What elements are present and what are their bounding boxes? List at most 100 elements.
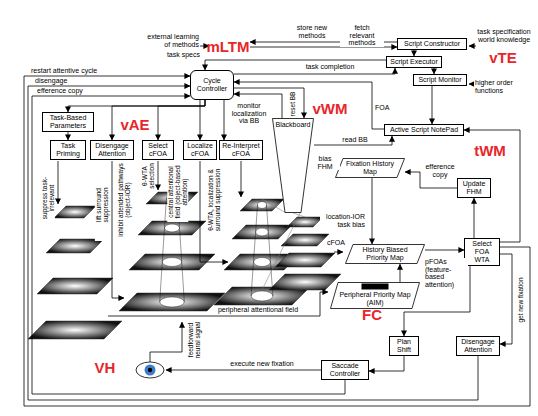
- connector: [500, 254, 512, 344]
- process-box: Script Constructor: [397, 38, 467, 50]
- connector: [314, 136, 392, 145]
- process-box: Script Executor: [386, 56, 442, 68]
- signal-wire: [200, 161, 228, 262]
- node-text: Saccade Controller: [324, 362, 366, 378]
- node-text: Script Executor: [389, 58, 439, 66]
- edge-label: get new fixation: [517, 270, 524, 330]
- edge-label: reset BB: [289, 90, 296, 118]
- connector: [224, 100, 225, 140]
- connector: [400, 264, 401, 282]
- process-box: Re-Interpret cFOA: [219, 140, 263, 160]
- module-label: FC: [361, 307, 383, 322]
- attended-region: [258, 202, 267, 209]
- connector: [474, 198, 475, 238]
- annotation: fetch relevant methods: [340, 24, 384, 47]
- edge-label: task specs: [163, 51, 201, 59]
- edge-label: efference copy: [36, 87, 88, 95]
- node-text: Task Priming: [53, 142, 83, 158]
- annotation: store new methods: [293, 24, 331, 39]
- annotation: central attentional field (object-based …: [167, 162, 188, 222]
- layer-plane: [240, 199, 284, 211]
- layer-plane: [269, 274, 341, 290]
- annotation: suppress task-irrelevant: [41, 166, 55, 230]
- annotation: task specification world knowledge: [474, 28, 534, 43]
- module-label: tWM: [473, 143, 507, 158]
- node-text: History Biased Priority Map: [354, 246, 416, 262]
- edge-label: read BB: [340, 136, 370, 144]
- node-text: Localize cFOA: [186, 142, 214, 158]
- connector: [205, 60, 386, 70]
- node-text: Select cFOA: [145, 142, 171, 158]
- annotation: inhibit attended pathways (object-IOR): [117, 162, 131, 238]
- module-label: vWM: [312, 101, 349, 116]
- layer-plane: [138, 221, 206, 235]
- connector: [425, 250, 464, 251]
- connector: [372, 178, 373, 244]
- layer-plane: [119, 293, 225, 311]
- node-text: Blackboard: [274, 121, 312, 129]
- annotation: cFOA: [325, 239, 347, 247]
- annotation: θ-WTA selection: [141, 161, 155, 191]
- signal-wire: [262, 199, 286, 213]
- module-label: mLTM: [205, 39, 250, 54]
- signal-wire: [158, 161, 159, 190]
- edge-label: restart attentive cycle: [30, 67, 114, 75]
- signal-wire: [108, 292, 328, 316]
- node-text: Cycle Controller: [193, 77, 231, 93]
- map-plane: Fixation History Map: [335, 158, 405, 178]
- signal-wire: [241, 161, 242, 197]
- blackboard-shape: Blackboard: [272, 118, 314, 213]
- attended-region: [256, 228, 269, 236]
- process-box: Localize cFOA: [183, 140, 217, 160]
- signal-wire: [469, 46, 476, 47]
- process-box: Select cFOA: [142, 140, 174, 160]
- cone-line: [160, 198, 167, 302]
- connector: [68, 132, 69, 140]
- layer-plane: [37, 278, 113, 294]
- edge-label: monitor localization via BB: [229, 102, 269, 125]
- annotation: external learning of methods: [140, 33, 200, 48]
- map-plane: Peripheral Priority Map (AIM): [330, 282, 420, 309]
- attended-region: [164, 224, 179, 232]
- layer-plane: [28, 321, 122, 339]
- edge-label: FOA: [374, 104, 390, 112]
- attended-region: [251, 291, 273, 301]
- node-text: Disengage Attention: [93, 142, 131, 158]
- connector: [32, 96, 345, 394]
- signal-wire: [469, 84, 473, 85]
- signal-wire: [334, 252, 343, 253]
- attended-region: [254, 258, 271, 267]
- process-box: Select FOA WTA: [464, 238, 500, 266]
- process-box: Saccade Controller: [321, 360, 369, 380]
- process-box: Update FHM: [457, 178, 491, 198]
- process-box: Disengage Attention: [456, 336, 500, 356]
- node-text: Plan Shift: [392, 338, 416, 354]
- annotation: peripheral attentional field: [212, 306, 304, 314]
- process-box: Plan Shift: [389, 336, 419, 356]
- annotation: θ-WTA, localization & surround suppressi…: [207, 165, 221, 235]
- process-box: Script Monitor: [413, 74, 467, 86]
- edge-label: efference copy: [424, 163, 456, 178]
- process-box: Disengage Attention: [90, 140, 134, 160]
- module-label: vTE: [488, 50, 518, 65]
- signal-wire: [262, 213, 300, 290]
- node-text: Re-Interpret cFOA: [222, 142, 260, 158]
- process-box: Active Script NotePad: [384, 124, 464, 136]
- node-text: Peripheral Priority Map (AIM): [339, 291, 411, 307]
- layer-plane: [54, 206, 96, 218]
- connector: [200, 100, 201, 140]
- connector: [28, 86, 478, 400]
- node-text: Fixation History Map: [344, 160, 396, 176]
- annotation: higher order functions: [474, 79, 514, 94]
- node-text: Select FOA WTA: [467, 240, 497, 264]
- layer-plane: [232, 225, 292, 239]
- signal-wire: [150, 322, 182, 362]
- cone-line: [251, 205, 257, 296]
- annotation: lift surround suppression: [95, 169, 109, 241]
- annotation: execute new fixation: [226, 360, 298, 368]
- edge-label: pFOAs (feature-based attention): [424, 258, 468, 289]
- connector: [158, 100, 205, 140]
- layer-plane: [275, 253, 335, 267]
- connector: [112, 100, 205, 140]
- node-text: Task-Based Parameters: [45, 114, 91, 130]
